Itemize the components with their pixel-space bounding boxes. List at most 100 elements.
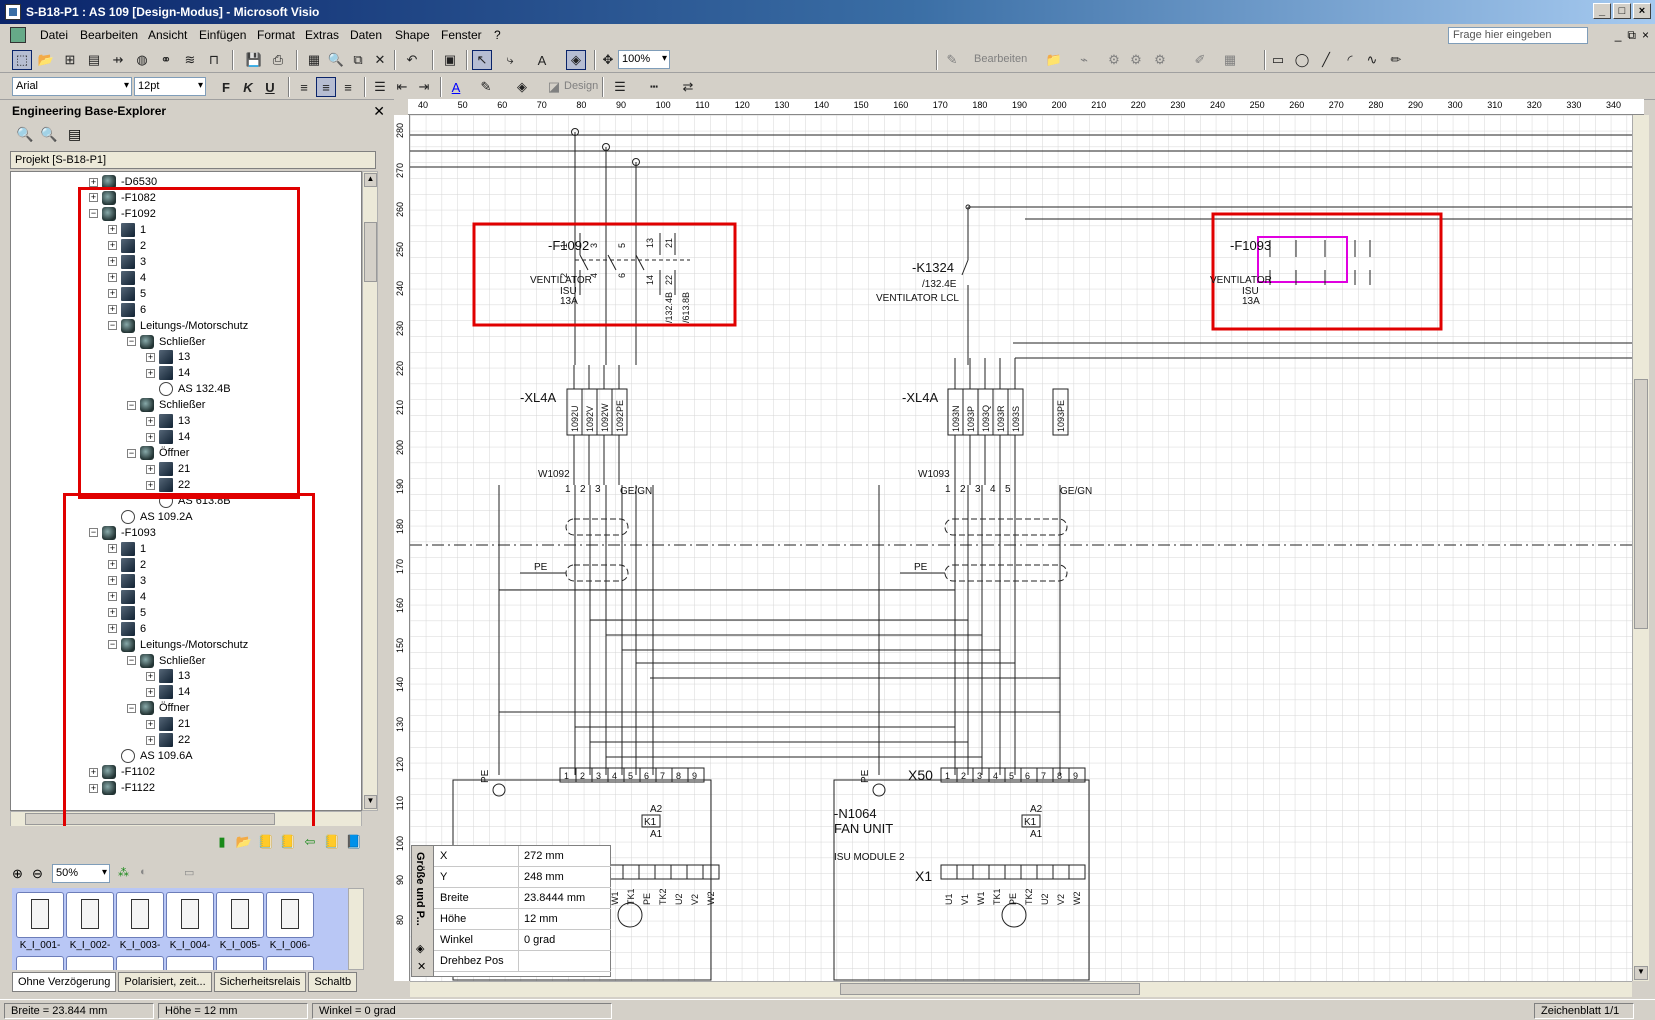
doc-restore-button[interactable]: ⧉ — [1627, 28, 1636, 42]
tree-node[interactable]: +AS 109.6A — [108, 748, 193, 764]
tree-node[interactable]: +13 — [146, 413, 190, 429]
text-tool-icon[interactable]: A — [537, 52, 547, 68]
brush-icon[interactable]: ⌁ — [1080, 52, 1088, 67]
expand-icon[interactable]: + — [108, 240, 117, 251]
delete-icon[interactable]: ✕ — [374, 52, 386, 67]
zoom-in-stencil-icon[interactable]: ⊕ — [12, 866, 23, 881]
preview-icon[interactable]: 🔍 — [327, 52, 345, 67]
gear-icon[interactable]: ⚙ — [1108, 52, 1120, 67]
stencil-shape[interactable] — [16, 956, 64, 970]
rectangle-tool-icon[interactable]: ▭ — [1271, 52, 1285, 67]
italic-button[interactable]: K — [243, 79, 253, 95]
tree-node[interactable]: +1 — [108, 541, 146, 557]
tree-node[interactable]: +4 — [108, 270, 146, 286]
tree-node[interactable]: +-F1102 — [89, 764, 155, 780]
expand-icon[interactable]: + — [146, 431, 155, 442]
pencil-tool-icon[interactable]: ✏ — [1390, 52, 1402, 67]
expand-icon[interactable]: + — [108, 288, 117, 299]
menu-bearbeiten[interactable]: Bearbeiten — [80, 28, 139, 42]
tree-vertical-scrollbar[interactable]: ▲ ▼ — [362, 171, 378, 811]
tree-node[interactable]: +21 — [146, 716, 190, 732]
expand-icon[interactable]: + — [108, 623, 117, 634]
stencil-tab[interactable]: Polarisiert, zeit... — [118, 972, 212, 992]
edit-icon[interactable]: ✎ — [946, 52, 958, 67]
sizepos-row[interactable]: Drehbez Pos — [434, 951, 611, 972]
tree-node[interactable]: +14 — [146, 429, 190, 445]
stencil-tab[interactable]: Schaltb — [308, 972, 358, 992]
tree-node[interactable]: +2 — [108, 238, 146, 254]
stencil-icon[interactable]: 📒 — [257, 834, 275, 849]
expand-icon[interactable]: + — [108, 304, 117, 315]
folder-open-icon[interactable]: 📂 — [235, 834, 253, 849]
document-icon[interactable] — [10, 27, 26, 43]
gear3-icon[interactable]: ⚙ — [1154, 52, 1166, 67]
tree-node[interactable]: +2 — [108, 557, 146, 573]
collapse-icon[interactable]: − — [127, 702, 136, 713]
tree-node[interactable]: −Öffner — [127, 445, 189, 461]
tree-node[interactable]: +1 — [108, 222, 146, 238]
indent-increase-icon[interactable]: ⇥ — [418, 79, 430, 94]
tree-node[interactable]: +AS 109.2A — [108, 509, 193, 525]
menu-extras[interactable]: Extras — [305, 28, 340, 42]
stencil2-icon[interactable]: 📒 — [279, 834, 297, 849]
menu-shape[interactable]: Shape — [395, 28, 430, 42]
collapse-icon[interactable]: − — [108, 320, 117, 331]
expand-icon[interactable]: + — [89, 192, 98, 203]
grid-icon[interactable]: ⊞ — [64, 52, 76, 67]
stencil-shape[interactable] — [116, 956, 164, 970]
zoom-out-stencil-icon[interactable]: ⊖ — [32, 866, 43, 881]
tree-node[interactable]: +14 — [146, 365, 190, 381]
stencil-tab[interactable]: Ohne Verzögerung — [12, 972, 117, 992]
tree-horizontal-scrollbar[interactable] — [10, 811, 362, 827]
tree-node[interactable]: +22 — [146, 477, 190, 493]
pan-icon[interactable]: ✥ — [602, 52, 614, 67]
stencil-shape[interactable] — [66, 956, 114, 970]
back-arrow-icon[interactable]: ⇦ — [304, 834, 316, 849]
tree-node[interactable]: +3 — [108, 254, 146, 270]
expand-icon[interactable]: + — [146, 415, 155, 426]
list-view-icon[interactable]: ▤ — [68, 126, 82, 142]
tree-node[interactable]: +14 — [146, 684, 190, 700]
menu-fenster[interactable]: Fenster — [441, 28, 482, 42]
collapse-icon[interactable]: − — [89, 527, 98, 538]
design-label[interactable]: Design — [564, 80, 599, 92]
collapse-icon[interactable]: − — [127, 336, 136, 346]
canvas-vertical-scrollbar[interactable]: ▼ — [1632, 115, 1649, 981]
edit-dropdown[interactable]: Bearbeiten — [974, 53, 1028, 65]
stencil-shape[interactable] — [216, 956, 264, 970]
tree-node[interactable]: +13 — [146, 668, 190, 684]
shapes-icon[interactable]: ▣ — [443, 52, 457, 67]
expand-icon[interactable]: + — [89, 782, 98, 793]
expand-icon[interactable]: + — [89, 176, 98, 187]
tree-node[interactable]: +13 — [146, 349, 190, 365]
bullets-icon[interactable]: ☰ — [374, 79, 386, 94]
menu-format[interactable]: Format — [257, 28, 296, 42]
expand-icon[interactable]: + — [108, 559, 117, 570]
tree-node[interactable]: +4 — [108, 589, 146, 605]
expand-icon[interactable]: + — [108, 256, 117, 267]
tree-node[interactable]: +-D6530 — [89, 174, 157, 190]
tree-node[interactable]: +-F1122 — [89, 780, 155, 796]
collapse-icon[interactable]: − — [89, 208, 98, 219]
stencil-shape[interactable] — [266, 892, 314, 938]
stencil-shape[interactable] — [66, 892, 114, 938]
menu-help[interactable]: ? — [494, 28, 501, 42]
expand-icon[interactable]: + — [89, 766, 98, 777]
tree-node[interactable]: −Öffner — [127, 700, 189, 716]
expand-icon[interactable]: + — [108, 607, 117, 618]
visio-app-icon[interactable] — [5, 4, 21, 20]
minimize-button[interactable]: _ — [1593, 3, 1611, 19]
ellipse-tool-icon[interactable]: ◯ — [1294, 52, 1310, 67]
bold-button[interactable]: F — [222, 79, 230, 95]
fill-color-icon[interactable]: ◈ — [517, 79, 527, 94]
connector-icon[interactable]: ⊓ — [208, 52, 220, 67]
open-folder-icon[interactable]: 📂 — [37, 52, 55, 67]
refresh-icon[interactable]: ◐ — [140, 866, 147, 878]
tree-node[interactable]: −Schließer — [127, 334, 205, 350]
expand-icon[interactable]: + — [108, 591, 117, 602]
stencil4-icon[interactable]: 📘 — [345, 834, 363, 849]
underline-button[interactable]: U — [265, 79, 275, 95]
